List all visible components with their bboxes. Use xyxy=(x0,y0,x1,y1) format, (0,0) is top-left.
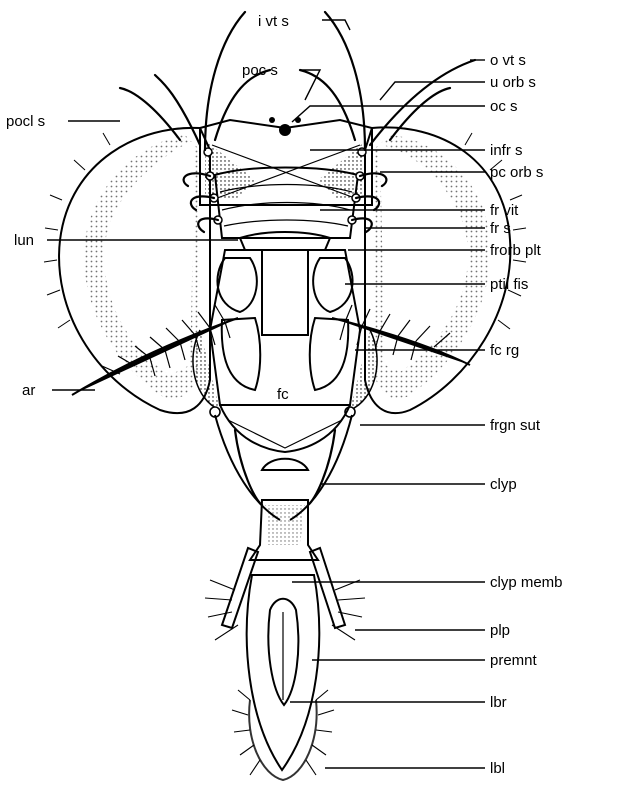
label-frgn-sut: frgn sut xyxy=(490,417,541,434)
proboscis xyxy=(222,500,345,780)
label-pocl-s: pocl s xyxy=(6,113,45,130)
right-compound-eye xyxy=(365,127,510,413)
label-oc-s: oc s xyxy=(490,98,518,115)
leader-lines xyxy=(47,20,485,768)
proboscis-hairs xyxy=(205,580,365,775)
label-clyp-memb: clyp memb xyxy=(490,574,563,591)
label-ar: ar xyxy=(22,382,35,399)
label-ptil-fis: ptil fis xyxy=(490,276,528,293)
label-fc: fc xyxy=(277,386,289,403)
label-fr-vit: fr vit xyxy=(490,202,519,219)
label-infr-s: infr s xyxy=(490,142,523,159)
label-u-orb-s: u orb s xyxy=(490,74,536,91)
lunule xyxy=(240,232,330,250)
label-frorb-plt: frorb plt xyxy=(490,242,542,259)
label-fr-s: fr s xyxy=(490,220,511,237)
label-fc-rg: fc rg xyxy=(490,342,519,359)
label-i-vt-s: i vt s xyxy=(258,13,289,30)
label-clyp: clyp xyxy=(490,476,517,493)
vertex-region xyxy=(200,117,372,205)
label-lbr: lbr xyxy=(490,694,507,711)
label-poc-s: poc s xyxy=(242,62,278,79)
label-plp: plp xyxy=(490,622,510,639)
label-premnt: premnt xyxy=(490,652,538,669)
label-lun: lun xyxy=(14,232,34,249)
label-o-vt-s: o vt s xyxy=(490,52,526,69)
clypeus-region xyxy=(215,405,352,520)
median-ocellus xyxy=(279,124,291,136)
left-compound-eye xyxy=(59,128,210,413)
label-lbl: lbl xyxy=(490,760,505,777)
label-pc-orb-s: pc orb s xyxy=(490,164,543,181)
